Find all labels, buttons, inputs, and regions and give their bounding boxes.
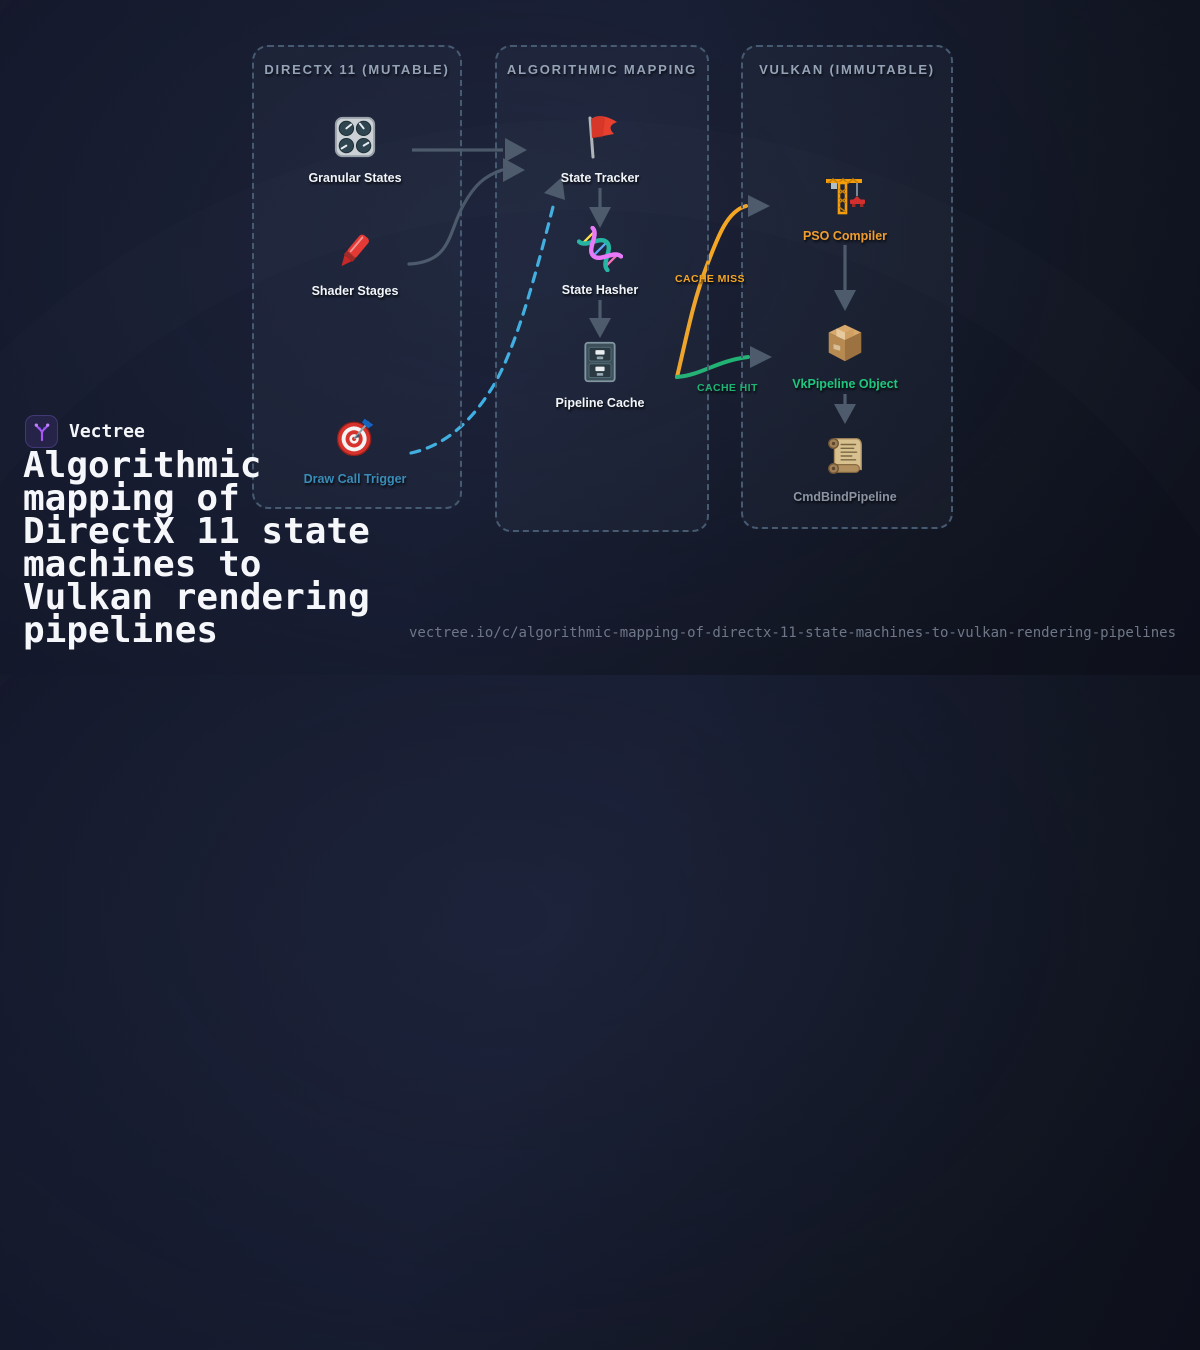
page-title: Algorithmic mapping of DirectX 11 state …: [23, 445, 370, 651]
cache-miss-label: CACHE MISS: [675, 273, 745, 285]
brand: Vectree: [25, 415, 145, 448]
construction-crane-icon: [785, 169, 905, 221]
node-label: State Tracker: [560, 171, 640, 185]
vectree-logo-icon: [25, 415, 58, 448]
node-pipeline-cache: Pipeline Cache: [540, 336, 660, 410]
infographic-card: DIRECTX 11 (MUTABLE) ALGORITHMIC MAPPING…: [23, 45, 1176, 651]
column-vulkan: VULKAN (IMMUTABLE): [741, 45, 953, 529]
node-label: Pipeline Cache: [555, 396, 645, 410]
column-header: DIRECTX 11 (MUTABLE): [264, 62, 450, 77]
column-header: VULKAN (IMMUTABLE): [759, 62, 935, 77]
node-draw-call-trigger: Draw Call Trigger: [295, 412, 415, 486]
column-header: ALGORITHMIC MAPPING: [506, 62, 698, 77]
node-shader-stages: Shader Stages: [295, 224, 415, 298]
node-label: Shader Stages: [311, 284, 399, 298]
node-state-hasher: State Hasher: [540, 223, 660, 297]
file-cabinet-icon: [540, 336, 660, 388]
node-cmdbindpipeline: CmdBindPipeline: [785, 430, 905, 504]
red-flag-icon: [540, 111, 660, 163]
node-pso-compiler: PSO Compiler: [785, 169, 905, 243]
dna-icon: [540, 223, 660, 275]
crayon-icon: [295, 224, 415, 276]
package-icon: [785, 317, 905, 369]
node-label: State Hasher: [561, 283, 639, 297]
node-label: CmdBindPipeline: [793, 490, 897, 504]
footer-url: vectree.io/c/algorithmic-mapping-of-dire…: [408, 625, 1176, 641]
node-state-tracker: State Tracker: [540, 111, 660, 185]
node-granular-states: Granular States: [295, 111, 415, 185]
brand-name: Vectree: [69, 421, 145, 442]
node-label: Granular States: [308, 171, 402, 185]
node-label: VkPipeline Object: [792, 377, 898, 391]
node-label: PSO Compiler: [802, 229, 888, 243]
control-knobs-icon: [295, 111, 415, 163]
scroll-icon: [785, 430, 905, 482]
node-vkpipeline-object: VkPipeline Object: [785, 317, 905, 391]
dart-target-icon: [295, 412, 415, 464]
cache-hit-label: CACHE HIT: [697, 382, 758, 394]
node-label: Draw Call Trigger: [303, 472, 407, 486]
